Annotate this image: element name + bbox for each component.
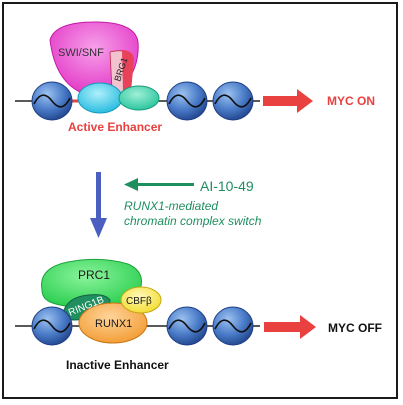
- inactive-enhancer-label: Inactive Enhancer: [66, 358, 169, 372]
- mechanism-line-2: chromatin complex switch: [124, 214, 262, 228]
- output-arrow-off: [264, 315, 316, 339]
- teal-factor: [118, 85, 160, 111]
- mechanism-label: RUNX1-mediated chromatin complex switch: [124, 199, 261, 229]
- nucleosome: [212, 306, 254, 346]
- down-arrow-head: [90, 218, 107, 238]
- down-arrow-shaft: [96, 172, 101, 218]
- swi-snf-label: SWI/SNF: [58, 47, 104, 59]
- drug-arrow-shaft: [136, 183, 194, 186]
- nucleosome: [166, 81, 208, 121]
- cyan-factor: [77, 82, 123, 114]
- inactive-enhancer-panel: PRC1 RING1B CBFβ RUNX1: [15, 258, 316, 346]
- runx1-factor: [78, 302, 148, 344]
- figure-border: [2, 2, 398, 399]
- myc-off-label: MYC OFF: [328, 321, 382, 335]
- drug-label: AI-10-49: [200, 178, 254, 194]
- active-enhancer-panel: SWI/SNF BRG1: [15, 21, 313, 121]
- transition-section: [90, 172, 194, 238]
- nucleosome: [212, 81, 254, 121]
- output-arrow-on: [263, 89, 313, 113]
- drug-arrow-head: [124, 178, 138, 191]
- brg1-accent: [122, 50, 134, 93]
- nucleosome: [166, 306, 208, 346]
- myc-on-label: MYC ON: [327, 94, 375, 108]
- active-enhancer-label: Active Enhancer: [68, 120, 163, 134]
- nucleosome: [31, 306, 73, 346]
- cbfb-cofactor: [120, 286, 162, 314]
- cbfb-label: CBFβ: [126, 296, 152, 307]
- nucleosome: [31, 81, 73, 121]
- mechanism-line-1: RUNX1-mediated: [124, 199, 219, 213]
- prc1-label: PRC1: [78, 268, 110, 282]
- runx1-label: RUNX1: [95, 318, 132, 330]
